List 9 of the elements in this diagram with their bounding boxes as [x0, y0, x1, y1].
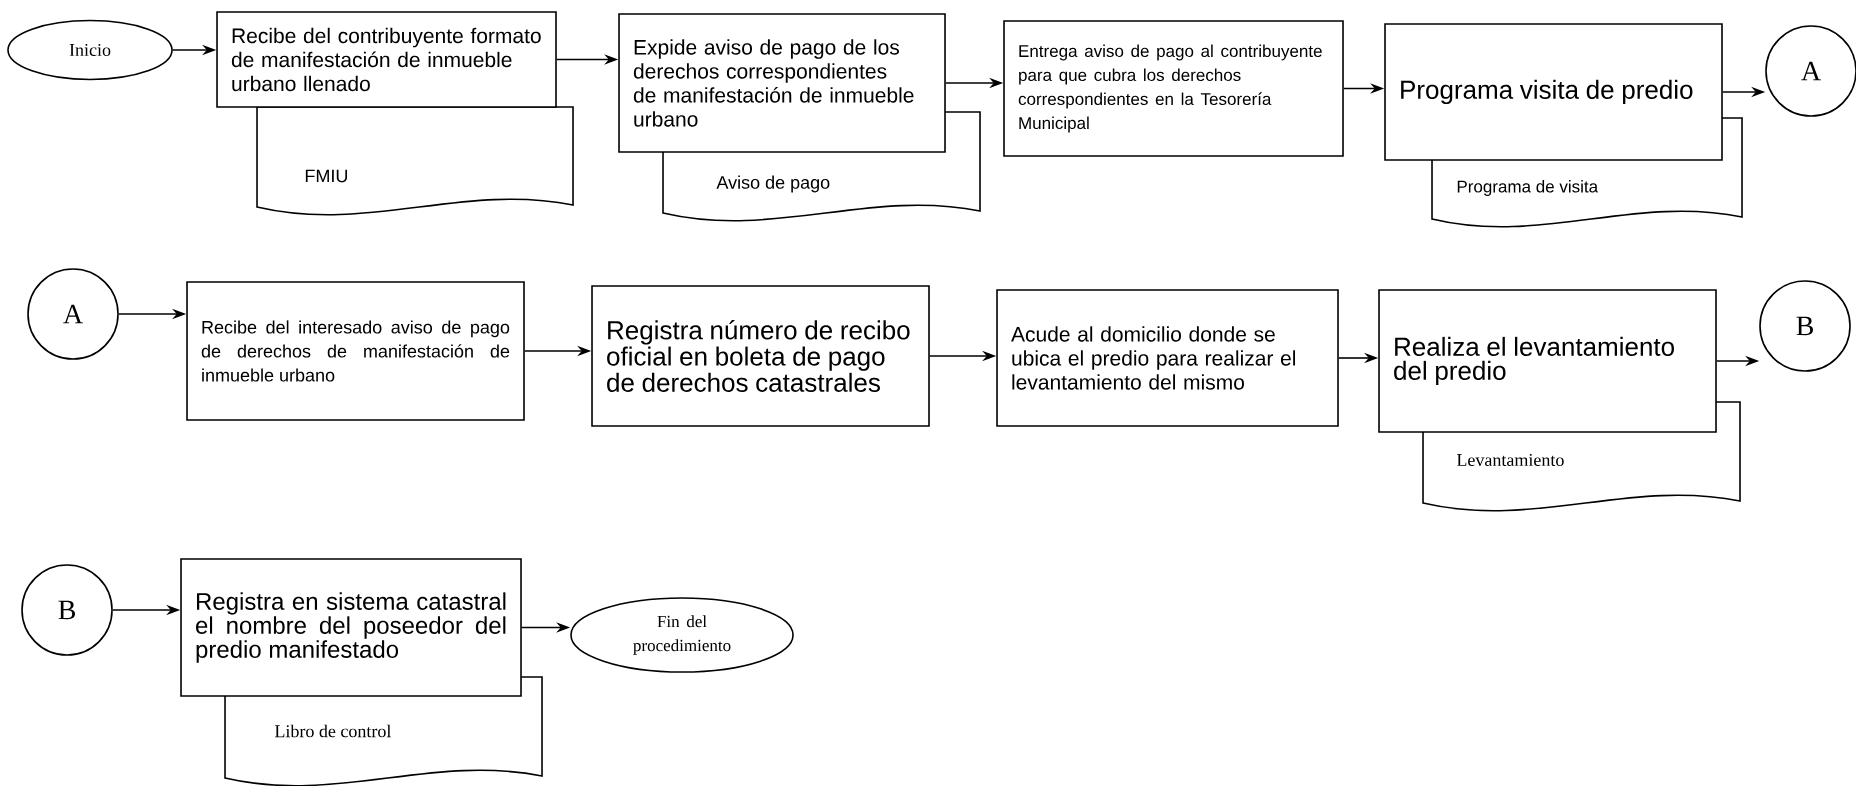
process-box: Registra en sistema catastral el nombre del poseedor del predio manifestado [180, 558, 522, 697]
process-box: Programa visita de predio [1384, 23, 1723, 161]
process-box: Realiza el levantamiento del predio [1378, 289, 1717, 433]
process-box: Recibe del contribuyente formato de manifestación de inmueble urbano llenado [216, 11, 557, 108]
process-box: Entrega aviso de pago al contribuyente para que cubra los derechos correspondientes en la Tesorería Municipal [1003, 20, 1344, 157]
process-box: Registra número de recibo oficial en boleta de pago de derechos catastrales [591, 285, 930, 427]
process-box: Recibe del interesado aviso de pago de derechos de manifestación de inmueble urbano [186, 281, 525, 421]
process-box: Acude al domicilio donde se ubica el predio para realizar el levantamiento del mismo [996, 289, 1339, 427]
process-box: Expide aviso de pago de los derechos correspondientes de manifestación de inmueble urbano [618, 13, 946, 153]
